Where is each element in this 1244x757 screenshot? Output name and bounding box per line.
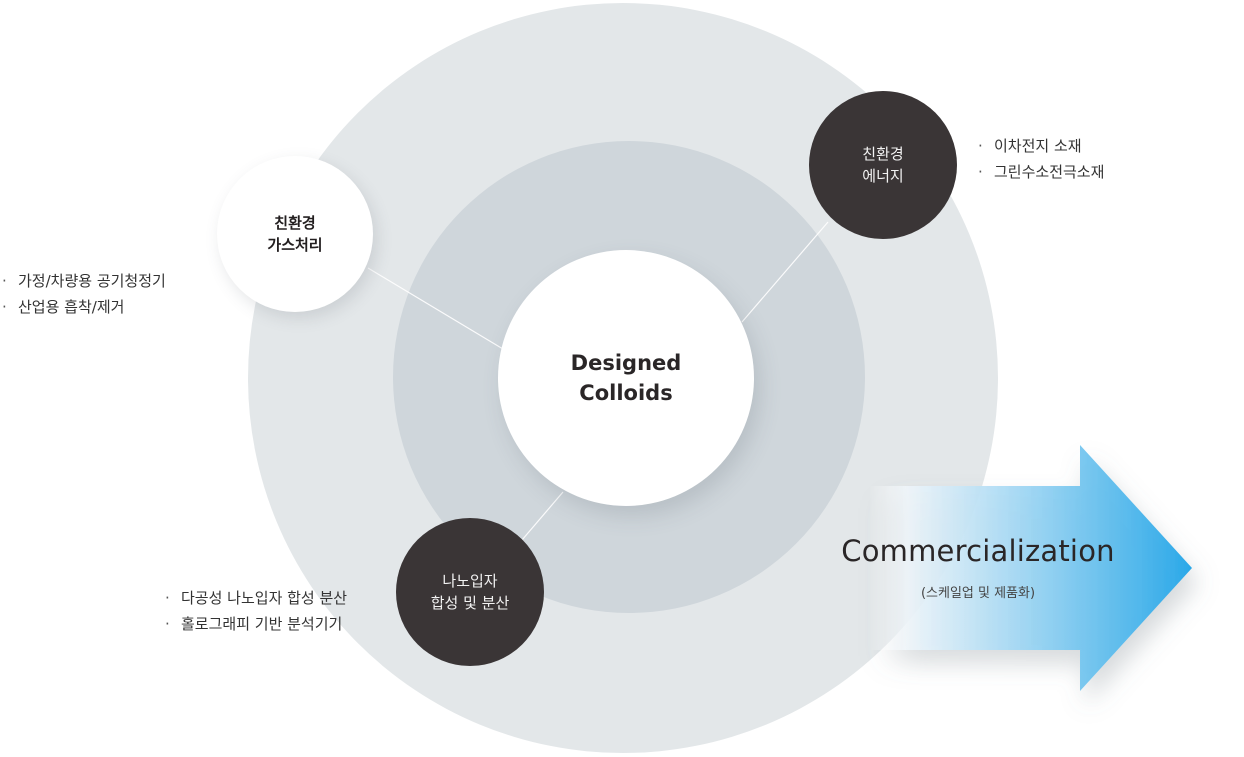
center-title-line2: Colloids: [579, 381, 673, 405]
node-gas-treatment: 친환경 가스처리: [217, 156, 373, 312]
node-gas-line2: 가스처리: [267, 236, 323, 254]
connector-energy: [741, 221, 829, 323]
commercialization-title: Commercialization: [841, 534, 1115, 568]
commercialization-subtitle: (스케일업 및 제품화): [920, 586, 1036, 601]
energy-applications-list: ·이차전지 소재 ·그린수소전극소재: [978, 133, 1104, 185]
connector-nano: [521, 491, 564, 541]
connector-gas: [367, 267, 504, 350]
center-circle: Designed Colloids: [498, 250, 754, 506]
node-gas-line1: 친환경: [274, 214, 316, 232]
arrow-shape: [870, 445, 1192, 691]
list-item: ·홀로그래피 기반 분석기기: [165, 615, 343, 633]
node-nano-line1: 나노입자: [442, 572, 498, 590]
list-item: ·가정/차량용 공기청정기: [2, 272, 166, 290]
list-item: ·그린수소전극소재: [978, 163, 1105, 181]
gas-applications-list: ·가정/차량용 공기청정기 ·산업용 흡착/제거: [2, 268, 166, 320]
node-nanoparticle: 나노입자 합성 및 분산: [396, 518, 544, 666]
nano-applications-list: ·다공성 나노입자 합성 분산 ·홀로그래피 기반 분석기기: [165, 585, 347, 637]
list-item: ·산업용 흡착/제거: [2, 298, 125, 316]
list-item: ·다공성 나노입자 합성 분산: [165, 589, 348, 607]
list-item: ·이차전지 소재: [978, 137, 1082, 155]
node-energy: 친환경 에너지: [809, 91, 957, 239]
node-energy-line1: 친환경: [862, 145, 904, 163]
node-nano-line2: 합성 및 분산: [430, 594, 510, 612]
center-title-line1: Designed: [570, 351, 682, 375]
node-energy-line2: 에너지: [862, 167, 904, 185]
